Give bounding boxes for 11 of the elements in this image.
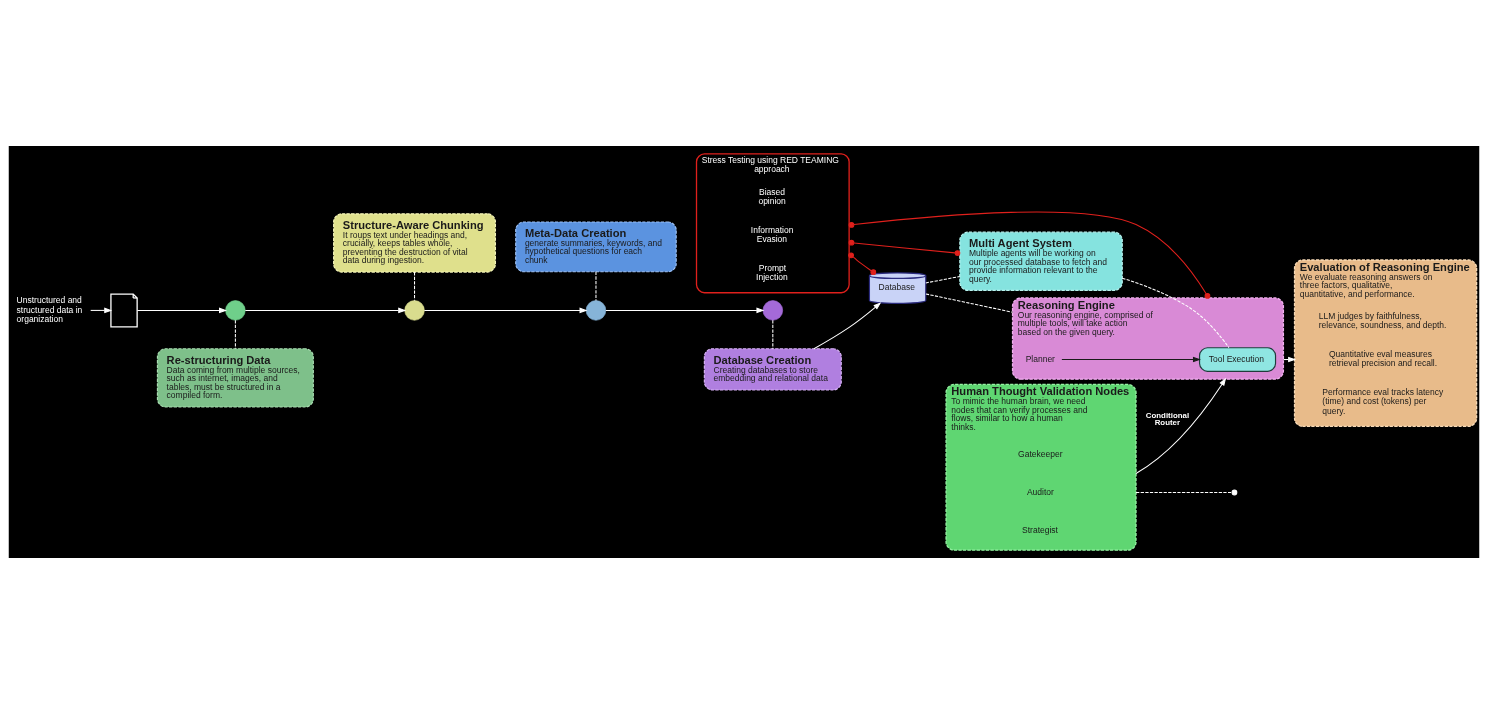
node-text: Auditor <box>1026 486 1054 497</box>
node-text: Information Evasion <box>750 224 794 244</box>
node-text: Strategist <box>1022 524 1058 535</box>
node-text: LLM judges by faithfulness, relevance, soundness, and depth. <box>1318 311 1447 331</box>
node-text: Unstructured and structured data in organization <box>16 295 83 324</box>
node-text: Planner <box>1025 353 1055 364</box>
node-text: Prompt Injection <box>756 262 788 282</box>
node-text: Biased opinion <box>758 186 786 206</box>
node-text: Gatekeeper <box>1018 448 1063 459</box>
node-text: Quantitative eval measures retrieval precision and recall. <box>1328 349 1438 369</box>
node-text: Performance eval tracks latency (time) and cost (tokens) per query. <box>1322 387 1444 416</box>
